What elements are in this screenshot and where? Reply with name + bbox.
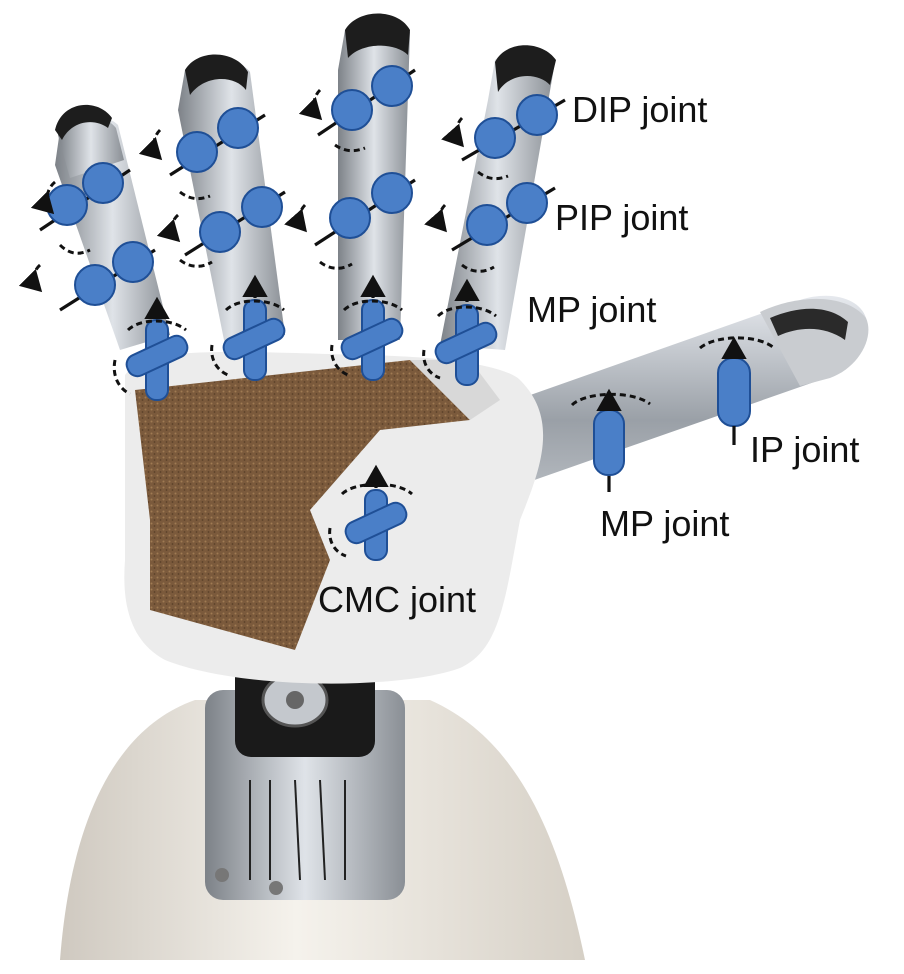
label-cmc-joint: CMC joint xyxy=(318,579,476,620)
label-mp-joint-fingers: MP joint xyxy=(527,289,656,330)
label-dip-joint: DIP joint xyxy=(572,89,707,130)
palm xyxy=(124,352,543,684)
label-ip-joint: IP joint xyxy=(750,429,859,470)
label-mp-joint-thumb: MP joint xyxy=(600,503,729,544)
label-pip-joint: PIP joint xyxy=(555,197,688,238)
wrist-mechanism xyxy=(205,662,405,900)
